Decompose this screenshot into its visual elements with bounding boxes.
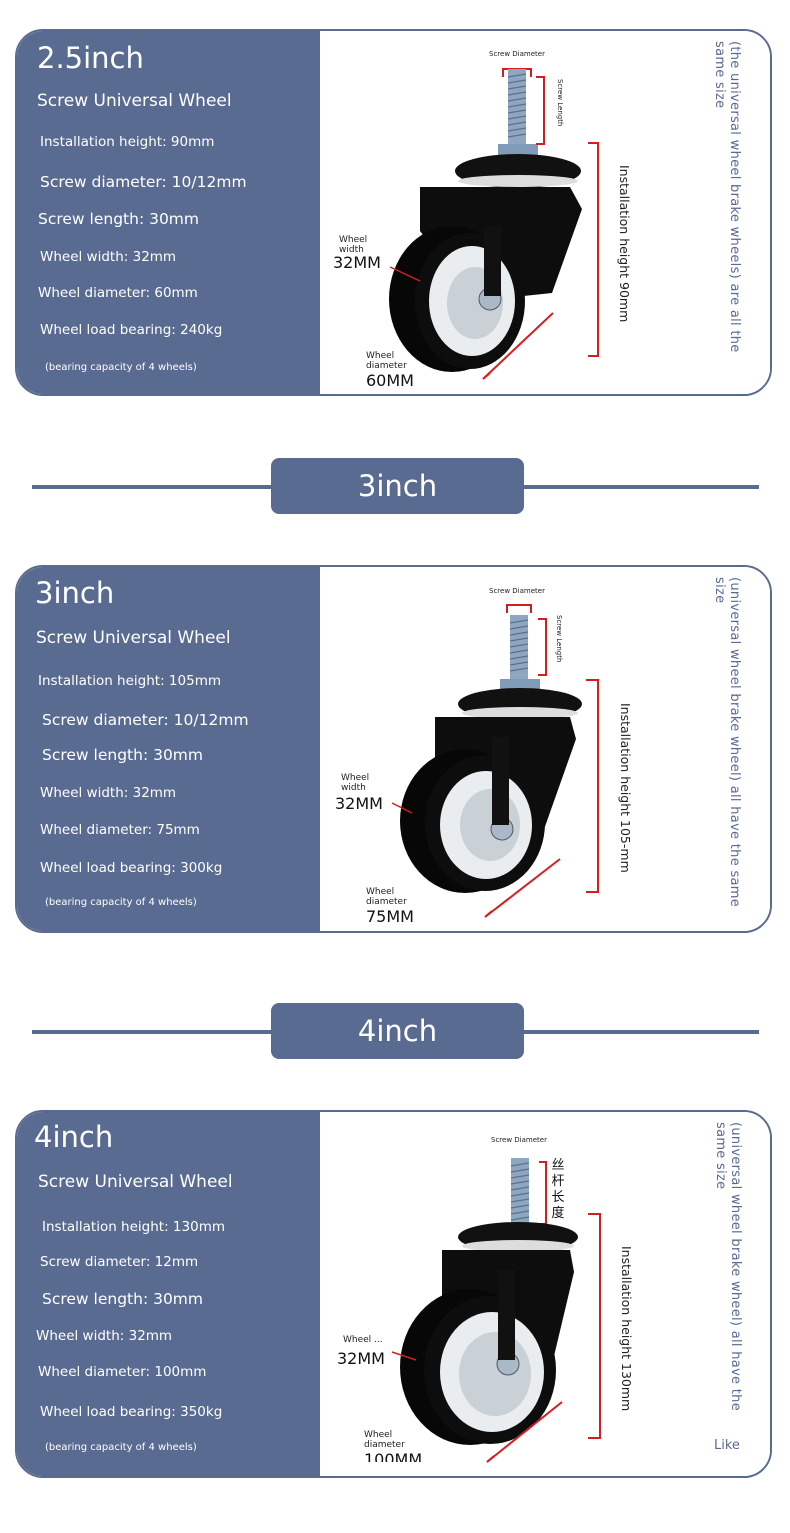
caster-wheel-illustration (391, 604, 599, 918)
wheel-width-value: 32MM (337, 1349, 385, 1368)
product-subtitle: Screw Universal Wheel (37, 91, 232, 111)
wheel-width-label: Wheel ... (343, 1335, 383, 1345)
screw-length-label: 丝杆长度 (551, 1158, 565, 1221)
spec-installation-height: Installation height: 105mm (38, 673, 222, 689)
bearing-note: (bearing capacity of 4 wheels) (45, 362, 197, 373)
installation-height-label: Installation height 105-mm (618, 703, 633, 873)
spec-wheel-diameter: Wheel diameter: 100mm (38, 1364, 207, 1380)
spec-wheel-width: Wheel width: 32mm (36, 1328, 173, 1344)
wheel-diameter-value: 100MM (364, 1450, 423, 1462)
wheel-diameter-value: 60MM (366, 371, 414, 390)
caster-wheel-illustration (389, 68, 599, 380)
screw-diameter-label: Screw Diameter (491, 1136, 547, 1144)
spec-panel: 2.5inch Screw Universal Wheel Installati… (17, 31, 320, 394)
spec-screw-diameter: Screw diameter: 12mm (40, 1254, 199, 1270)
screw-diameter-label: Screw Diameter (489, 587, 545, 595)
spec-installation-height: Installation height: 130mm (42, 1219, 226, 1235)
spec-load-bearing: Wheel load bearing: 300kg (40, 860, 223, 876)
product-subtitle: Screw Universal Wheel (38, 1172, 233, 1192)
diagram-panel: Screw Diameter 丝杆长度 Installation height … (320, 1112, 770, 1476)
spec-screw-length: Screw length: 30mm (42, 746, 204, 764)
same-size-note: (universal wheel brake wheel) all have t… (712, 577, 742, 908)
wheel-width-value: 32MM (333, 253, 381, 272)
spec-screw-diameter: Screw diameter: 10/12mm (40, 173, 247, 191)
wheel-width-value: 32MM (335, 794, 383, 813)
installation-height-label: Installation height 130mm (619, 1246, 634, 1412)
spec-wheel-width: Wheel width: 32mm (40, 249, 177, 265)
product-card-4inch: 4inch Screw Universal Wheel Installation… (15, 1110, 772, 1478)
like-label: Like (714, 1438, 740, 1453)
wheel-diameter-label: Wheel diameter (364, 1430, 405, 1450)
installation-height-label: Installation height 90mm (617, 165, 632, 323)
bearing-note: (bearing capacity of 4 wheels) (45, 1442, 197, 1453)
section-banner-3inch: 3inch (271, 458, 524, 514)
wheel-width-label: Wheel width (341, 773, 370, 793)
size-title: 3inch (35, 576, 115, 610)
spec-panel: 4inch Screw Universal Wheel Installation… (17, 1112, 320, 1476)
section-banner-4inch: 4inch (271, 1003, 524, 1059)
spec-screw-length: Screw length: 30mm (38, 210, 200, 228)
screw-diameter-label: Screw Diameter (489, 50, 545, 58)
product-card-2-5inch: 2.5inch Screw Universal Wheel Installati… (15, 29, 772, 396)
product-card-3inch: 3inch Screw Universal Wheel Installation… (15, 565, 772, 933)
wheel-diameter-value: 75MM (366, 907, 414, 926)
screw-length-label: Screw Length (556, 79, 564, 127)
size-title: 4inch (34, 1120, 114, 1154)
spec-load-bearing: Wheel load bearing: 350kg (40, 1404, 223, 1420)
screw-length-label: Screw Length (555, 615, 563, 663)
product-subtitle: Screw Universal Wheel (36, 628, 231, 648)
wheel-width-label: Wheel width (339, 235, 368, 255)
same-size-note: (the universal wheel brake wheels) are a… (712, 41, 742, 353)
caster-wheel-illustration (391, 1158, 601, 1463)
spec-installation-height: Installation height: 90mm (40, 134, 215, 150)
spec-load-bearing: Wheel load bearing: 240kg (40, 322, 223, 338)
size-title: 2.5inch (37, 41, 144, 75)
diagram-panel: Screw Diameter Screw Length Installation… (320, 31, 770, 394)
spec-screw-length: Screw length: 30mm (42, 1290, 204, 1308)
bearing-note: (bearing capacity of 4 wheels) (45, 897, 197, 908)
same-size-note: (universal wheel brake wheel) all have t… (713, 1122, 743, 1412)
diagram-panel: Screw Diameter Screw Length Installation… (320, 567, 770, 931)
spec-screw-diameter: Screw diameter: 10/12mm (42, 711, 249, 729)
spec-panel: 3inch Screw Universal Wheel Installation… (17, 567, 320, 931)
spec-wheel-diameter: Wheel diameter: 60mm (38, 285, 198, 301)
wheel-diameter-label: Wheel diameter (366, 887, 407, 907)
wheel-diameter-label: Wheel diameter (366, 351, 407, 371)
spec-wheel-width: Wheel width: 32mm (40, 785, 177, 801)
spec-wheel-diameter: Wheel diameter: 75mm (40, 822, 200, 838)
